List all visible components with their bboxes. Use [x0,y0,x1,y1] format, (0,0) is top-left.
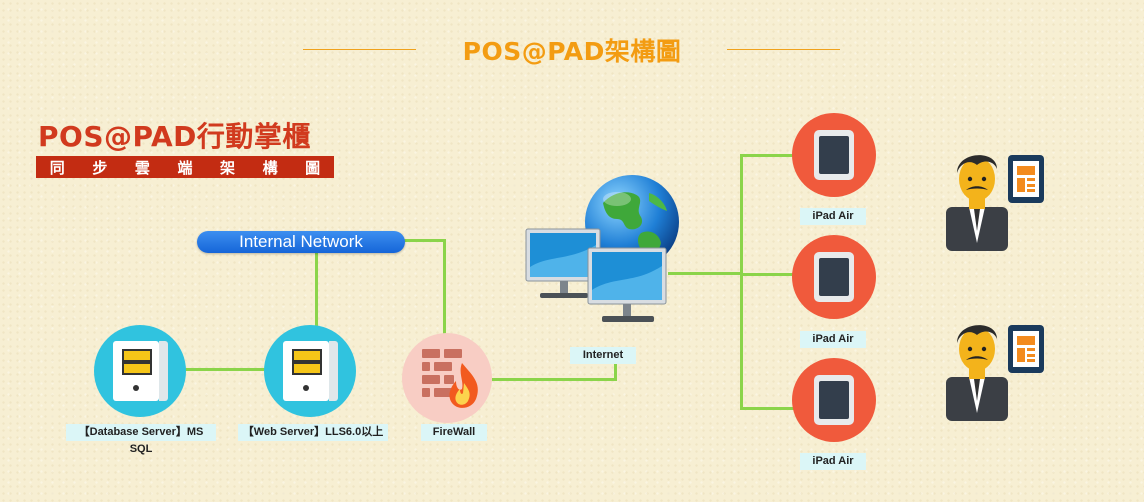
wire-ipad-trunk [740,154,743,410]
ipad-icon [792,113,876,197]
wire-to-ipads [668,272,743,275]
firewall-icon [402,333,492,423]
firewall-label: FireWall [421,424,487,441]
brand-subtitle-char: 構 [262,159,278,177]
wire-ipad-1 [740,154,795,157]
brand-subtitle-char: 圖 [305,159,321,177]
brand-subtitle: 同 步 雲 端 架 構 圖 [36,156,334,178]
wire-ipad-3 [740,407,795,410]
web-server-label: 【Web Server】LLS6.0以上 [238,424,388,441]
internet-label: Internet [570,347,636,364]
brand-subtitle-char: 步 [92,159,108,177]
wire-firewall-out [492,378,617,381]
wire-db-web [178,368,270,371]
monitor-back-icon [524,227,604,312]
user-avatar-icon [944,315,1050,428]
web-server-icon [264,325,356,417]
brand-subtitle-char: 端 [177,159,193,177]
brand-title: POS@PAD行動掌櫃 [38,120,311,153]
ipad-icon [792,358,876,442]
wire-network-down [315,253,318,335]
ipad-label: iPad Air [800,208,866,225]
wire-ipad-2 [740,273,795,276]
database-server-label: 【Database Server】MS SQL [66,424,216,455]
wire-to-firewall [443,239,446,339]
database-server-icon [94,325,186,417]
brand-subtitle-char: 同 [49,159,65,177]
brand-subtitle-char: 架 [220,159,236,177]
ipad-label: iPad Air [800,453,866,470]
user-avatar-icon [944,145,1050,258]
page-title: POS@PAD架構圖 [462,37,682,66]
monitor-front-icon [586,246,670,335]
ipad-icon [792,235,876,319]
wire-pill-right [404,239,445,242]
brand-subtitle-char: 雲 [134,159,150,177]
internal-network-label: Internal Network [197,231,405,253]
wire-internet-up [614,355,617,381]
header-line-right [727,49,840,50]
ipad-label: iPad Air [800,331,866,348]
header-line-left [303,49,416,50]
